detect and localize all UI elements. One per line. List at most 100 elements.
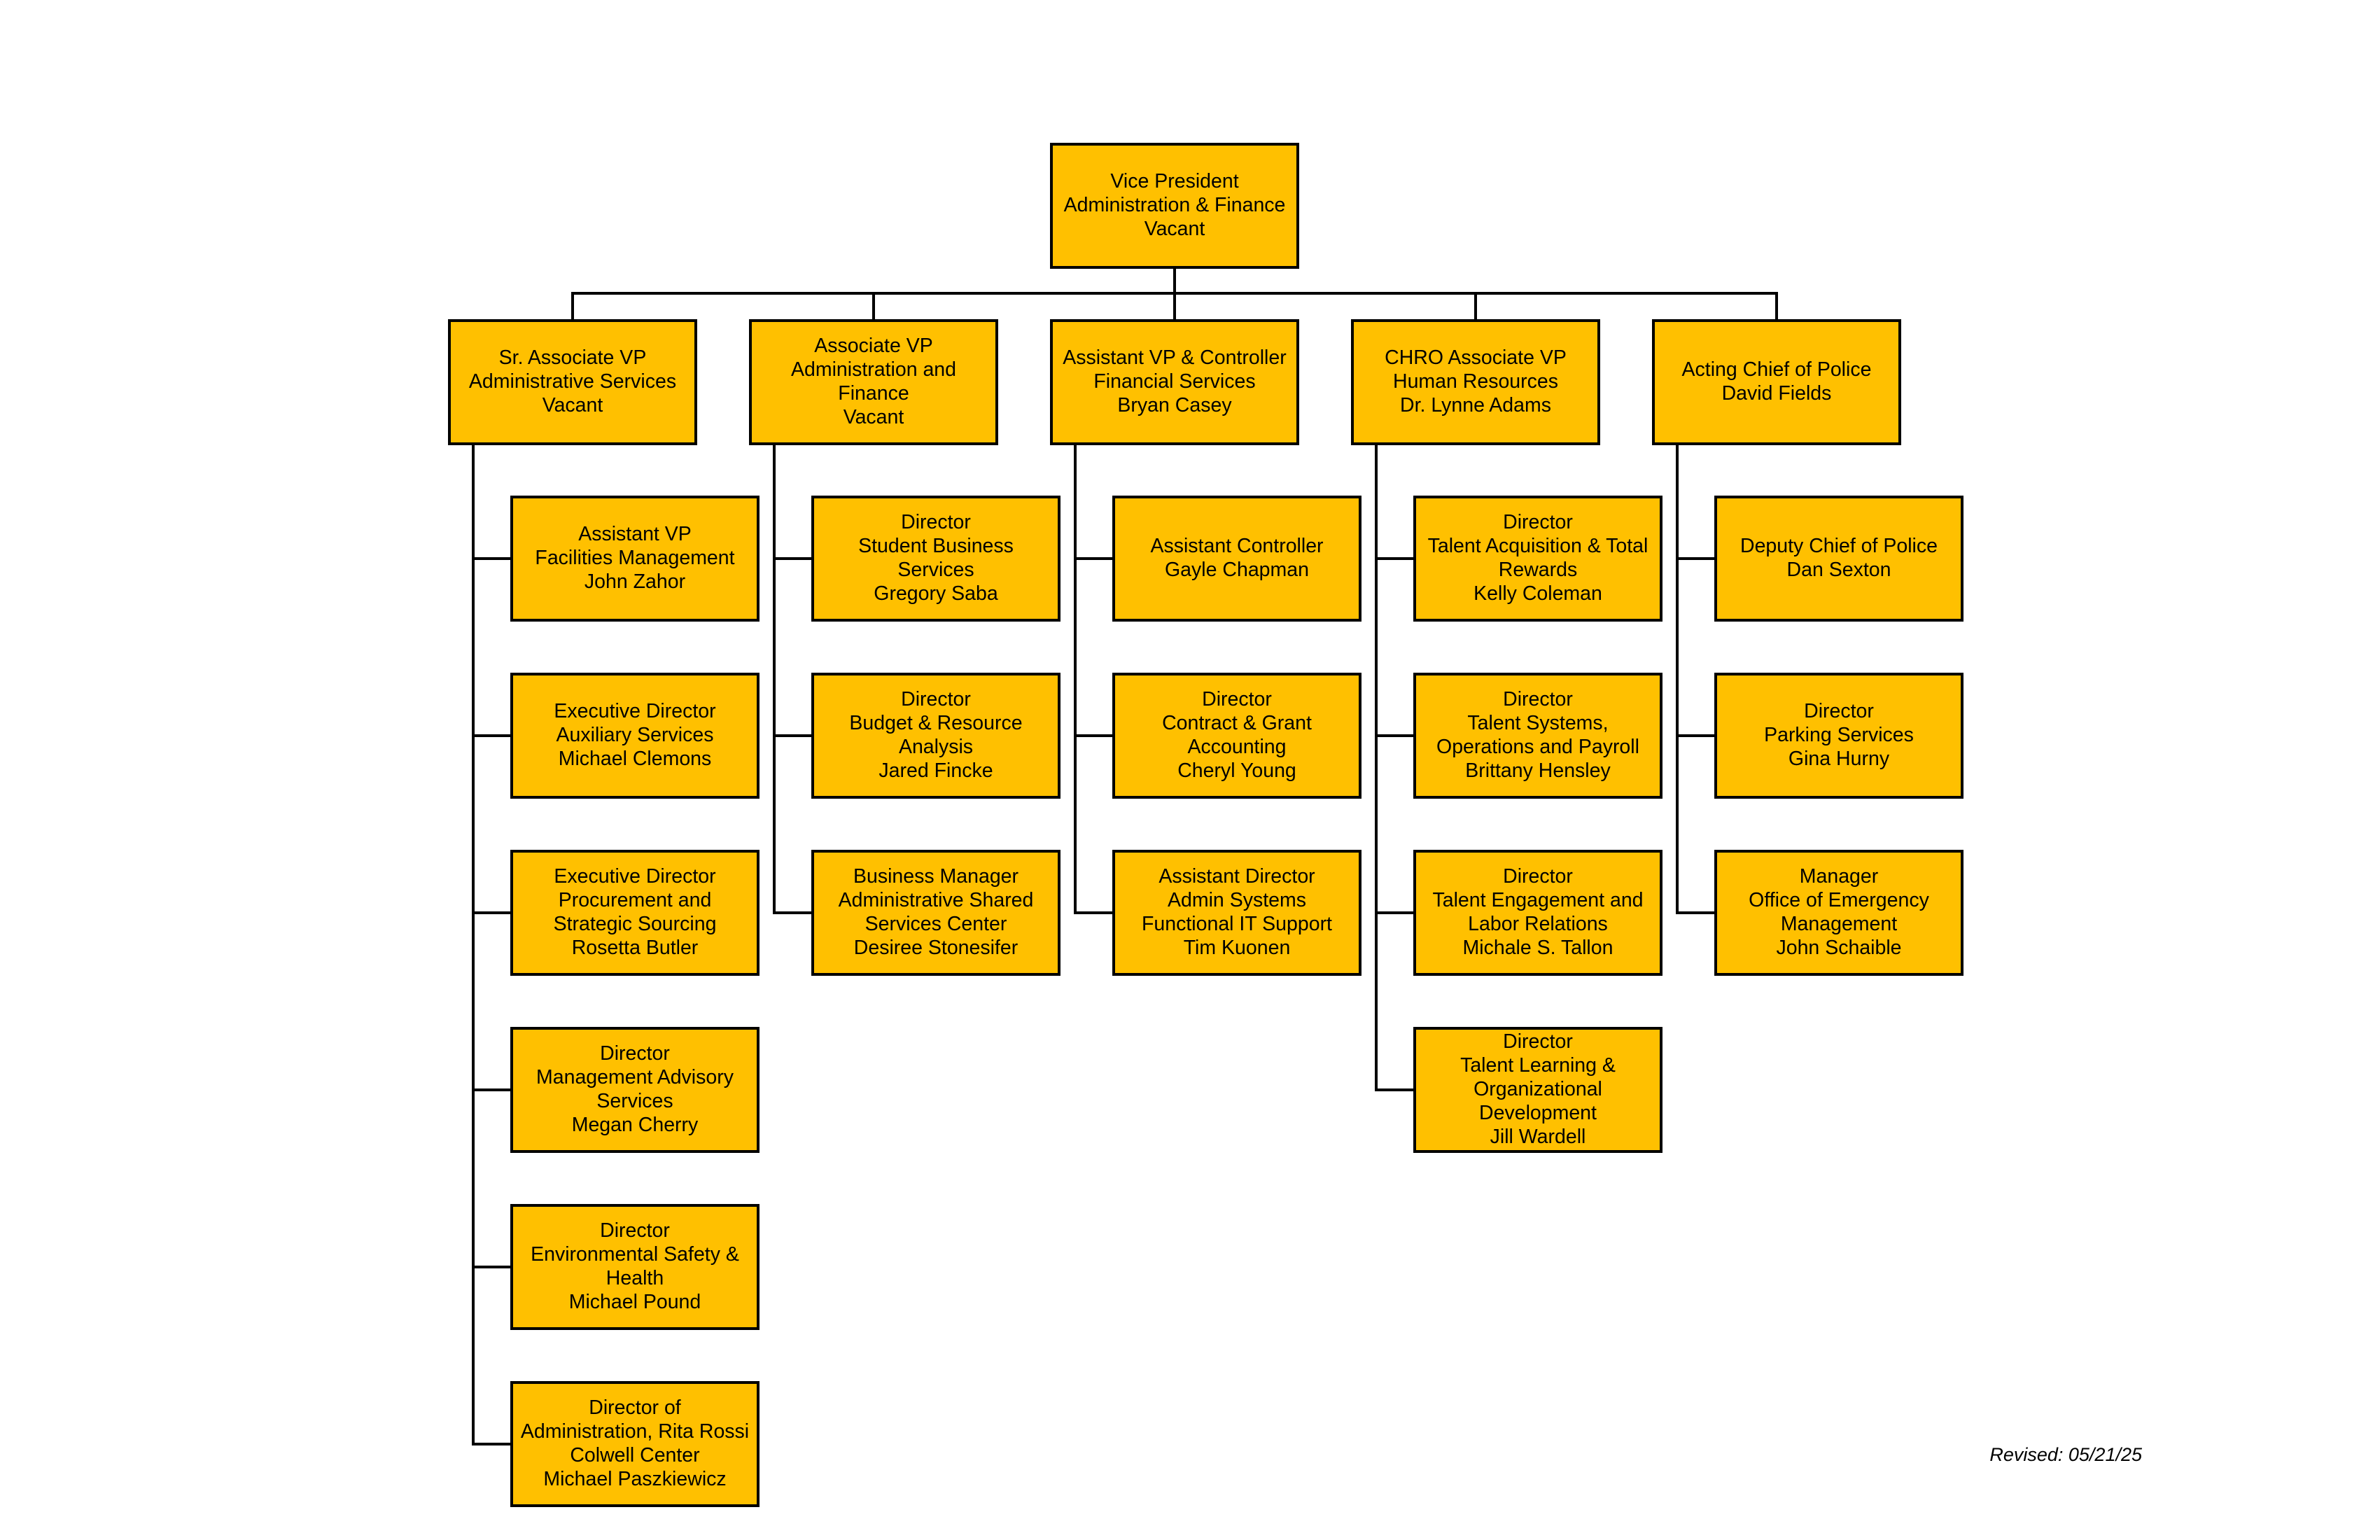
box-text-line: Management Advisory xyxy=(536,1066,734,1089)
box-text-line: Auxiliary Services xyxy=(556,724,714,747)
box-text-line: Colwell Center xyxy=(570,1444,700,1466)
box-text-line: Rosetta Butler xyxy=(571,936,699,959)
box-text-line: Administration, Rita Rossi xyxy=(520,1420,750,1443)
box-text-line: Kelly Coleman xyxy=(1474,582,1602,605)
box-text-line: Administrative Services xyxy=(468,370,677,393)
box-text-line: Talent Acquisition & Total xyxy=(1427,535,1648,558)
box-text-line: Strategic Sourcing xyxy=(553,913,717,935)
box-text-line: Administration & Finance xyxy=(1063,194,1286,217)
box-text-line: Development xyxy=(1479,1101,1597,1124)
box-text-line: John Schaible xyxy=(1776,936,1902,959)
box-text-line: Gina Hurny xyxy=(1788,747,1890,770)
box-text-line: Sr. Associate VP xyxy=(498,346,647,370)
box-text-line: Director xyxy=(1503,1030,1573,1054)
box-text-line: Management xyxy=(1780,913,1898,935)
box-text-line: Acting Chief of Police xyxy=(1681,358,1872,382)
box-text-line: Analysis xyxy=(898,736,974,758)
box-text-line: Gregory Saba xyxy=(874,582,998,605)
box-text-line: Administrative Shared xyxy=(838,889,1034,912)
box-text-line: Health xyxy=(606,1267,664,1289)
box-text-line: Michael Paszkiewicz xyxy=(543,1467,727,1490)
box-text-line: Business Manager xyxy=(853,865,1019,888)
box-text-line: Executive Director xyxy=(554,865,716,888)
box-text-line: Talent Learning & xyxy=(1460,1054,1616,1077)
box-text-line: Human Resources xyxy=(1392,370,1558,393)
box-text-line: Dr. Lynne Adams xyxy=(1400,393,1551,416)
box-text-line: Office of Emergency xyxy=(1749,889,1929,912)
box-text-line: Vacant xyxy=(542,393,603,416)
box-text-line: Talent Systems, xyxy=(1467,712,1609,735)
box-text-line: Assistant VP & Controller xyxy=(1063,346,1287,370)
box-text-line: Assistant Director xyxy=(1158,865,1315,888)
box-text-line: Michael Pound xyxy=(568,1290,701,1313)
box-text-line: Executive Director xyxy=(554,700,716,723)
box-text-line: Michael Clemons xyxy=(558,747,712,770)
box-text-line: Cheryl Young xyxy=(1177,759,1296,782)
box-text-line: Jill Wardell xyxy=(1490,1125,1586,1148)
box-text-line: Director xyxy=(600,1219,670,1242)
box-text-line: Vacant xyxy=(1144,217,1205,240)
box-text-line: Director xyxy=(1804,700,1874,723)
box-text-line: Rewards xyxy=(1498,559,1578,581)
box-text-line: Parking Services xyxy=(1764,724,1914,747)
box-text-line: Director of xyxy=(589,1396,681,1420)
box-text-line: Finance xyxy=(838,382,909,405)
box-text-line: Desiree Stonesifer xyxy=(853,936,1018,959)
box-text-line: David Fields xyxy=(1721,382,1832,405)
box-text-line: Functional IT Support xyxy=(1142,913,1332,935)
box-text-line: Services xyxy=(897,559,974,581)
box-text-line: Director xyxy=(1202,688,1272,711)
box-text-line: CHRO Associate VP xyxy=(1385,346,1567,370)
box-text-line: Labor Relations xyxy=(1468,913,1608,935)
box-text-line: Director xyxy=(1503,865,1573,888)
box-text-line: Operations and Payroll xyxy=(1436,736,1639,758)
box-text-line: Associate VP xyxy=(814,335,933,358)
box-text-line: Jared Fincke xyxy=(878,759,993,782)
box-text-line: Admin Systems xyxy=(1168,889,1306,912)
box-text-line: Manager xyxy=(1799,865,1879,888)
box-text-line: Administration and xyxy=(790,358,957,382)
box-text-line: Brittany Hensley xyxy=(1465,759,1611,782)
box-text-line: Vacant xyxy=(843,405,904,428)
box-text-line: Procurement and xyxy=(558,889,712,912)
box-text-line: Director xyxy=(600,1042,670,1065)
box-text-line: Facilities Management xyxy=(535,547,735,570)
box-text-line: Gayle Chapman xyxy=(1165,559,1309,581)
box-text-line: Deputy Chief of Police xyxy=(1740,535,1938,558)
box-text-line: Assistant Controller xyxy=(1150,535,1324,558)
box-text-line: Financial Services xyxy=(1093,370,1256,393)
box-text-line: Vice President xyxy=(1110,170,1239,193)
box-text-line: John Zahor xyxy=(584,570,686,593)
box-text-line: Budget & Resource xyxy=(849,712,1023,735)
box-text-line: Contract & Grant xyxy=(1162,712,1312,735)
box-text-line: Director xyxy=(1503,688,1573,711)
box-text-line: Tim Kuonen xyxy=(1183,936,1291,959)
box-text-line: Services Center xyxy=(864,913,1007,935)
box-text-line: Environmental Safety & xyxy=(531,1243,739,1266)
box-text-line: Services xyxy=(596,1090,673,1112)
